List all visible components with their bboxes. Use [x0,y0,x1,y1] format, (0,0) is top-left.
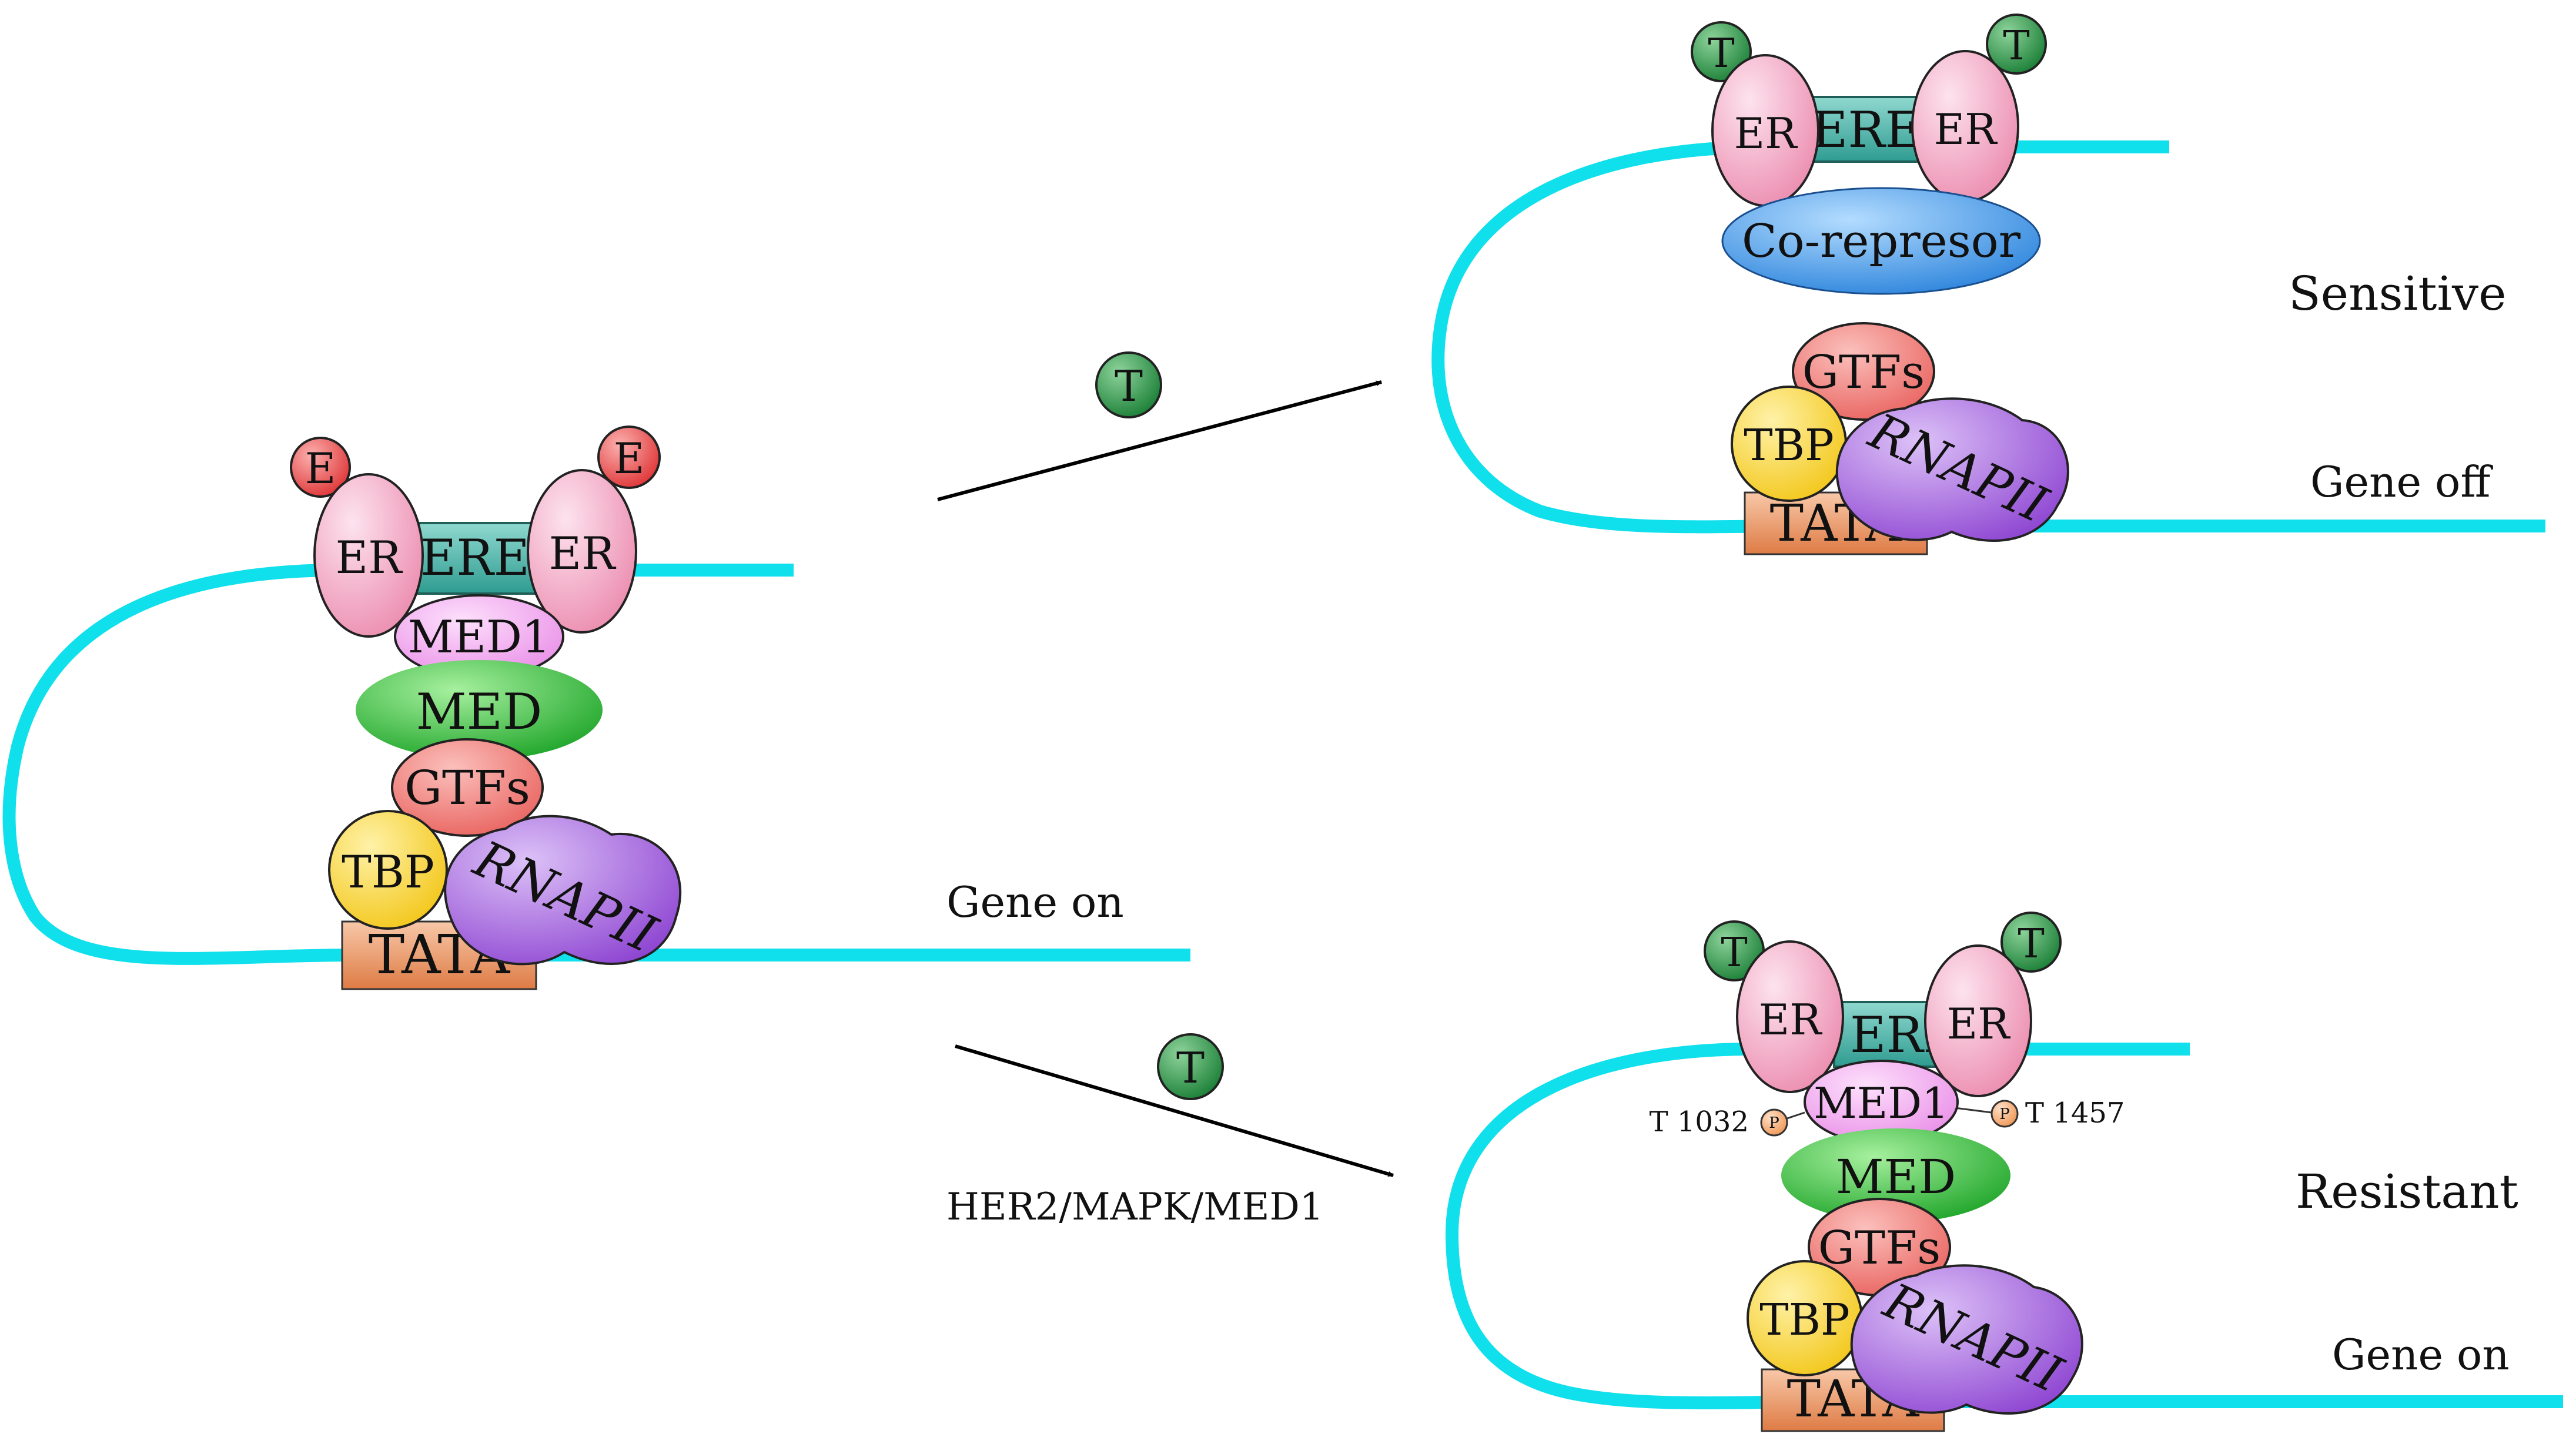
tamoxifen-label-right: T [2018,921,2044,967]
med1-label: MED1 [408,611,551,663]
arrow-to-sensitive: T [937,351,1382,501]
estrogen-label-right: E [614,434,645,483]
tamoxifen-ligand [1095,351,1162,418]
phospho-tether-right [1954,1107,1992,1114]
tbp [328,810,448,930]
er-label-left: ER [1734,109,1798,158]
tamoxifen-label: T [1176,1043,1205,1093]
resistant-complex: ERE T T ER ER P T 1032 P T 1457 MED1 MED… [1445,912,2563,1432]
med-label: MED [416,683,543,741]
phospho-mark-left: P [1769,1114,1779,1132]
condition-label: Sensitive [2289,266,2507,321]
gene-status-label: Gene on [2332,1330,2510,1379]
rnapii [1835,397,2069,542]
tbp-label: TBP [1759,1295,1850,1345]
corepressor [1721,187,2041,295]
dna-strand [1445,1043,2563,1409]
phospho-site-label-right: T 1457 [2025,1097,2125,1130]
phospho-tether-left [1787,1111,1805,1120]
phospho-site-label-left: T 1032 [1650,1105,1749,1138]
mediator-complex [356,660,603,760]
tamoxifen-label-left: T [1721,930,1747,976]
tamoxifen-ligand [1157,1033,1224,1100]
gtfs [391,738,544,837]
tbp-label: TBP [1744,420,1834,471]
arrow-line [937,380,1382,501]
er-monomer-left [313,473,424,638]
phospho-site-right [1990,1100,2019,1128]
gtfs-label: GTFs [1818,1222,1941,1275]
dna-strand [2,564,1190,965]
left-complex: ERE E E ER ER MED1 MED GTFs TATA TBP RNA… [2,426,1190,990]
sensitive-complex: ERE T T ER ER Co-represor GTFs TATA TBP … [1431,14,2545,555]
gene-status-label: Gene on [946,877,1124,927]
er-label-right: ER [1947,999,2011,1048]
er-monomer-right [527,469,637,634]
med1-label: MED1 [1814,1078,1949,1128]
estrogen-label-left: E [305,444,336,493]
rnapii [1850,1264,2083,1415]
ere-label: ERE [420,529,530,587]
tamoxifen-ligand-right [2000,912,2062,973]
arrow-line [955,1044,1394,1177]
arrow-to-resistant: T HER2/MAPK/MED1 [946,1033,1394,1229]
tamoxifen-label-left: T [1708,31,1734,77]
estrogen-ligand-right [597,426,661,489]
er-label-left: ER [336,531,403,584]
tamoxifen-label: T [1115,361,1143,411]
mediator-complex [1781,1128,2010,1222]
med-label: MED [1836,1150,1956,1204]
er-label-right: ER [549,527,617,579]
gtfs [1792,322,1935,421]
rnapii [444,815,682,966]
phospho-site-left [1760,1108,1788,1137]
estrogen-ligand-left [290,437,351,498]
tamoxifen-ligand-right [1986,14,2047,75]
tbp-label: TBP [342,846,434,898]
tamoxifen-label-right: T [2003,23,2029,69]
condition-label: Resistant [2296,1164,2518,1219]
gtfs-label: GTFs [1802,346,1925,399]
phospho-mark-right: P [1999,1105,2010,1123]
er-monomer-right [1924,944,2032,1097]
pathway-label: HER2/MAPK/MED1 [946,1185,1323,1229]
er-label-left: ER [1759,995,1823,1044]
corepressor-label: Co-represor [1742,215,2021,268]
gene-status-label: Gene off [2310,457,2493,507]
er-label-right: ER [1934,105,1998,154]
gtfs-label: GTFs [404,760,530,815]
dna-strand [1431,140,2545,534]
er-monomer-left [1736,940,1844,1093]
ere-label: ERE [1812,101,1921,159]
